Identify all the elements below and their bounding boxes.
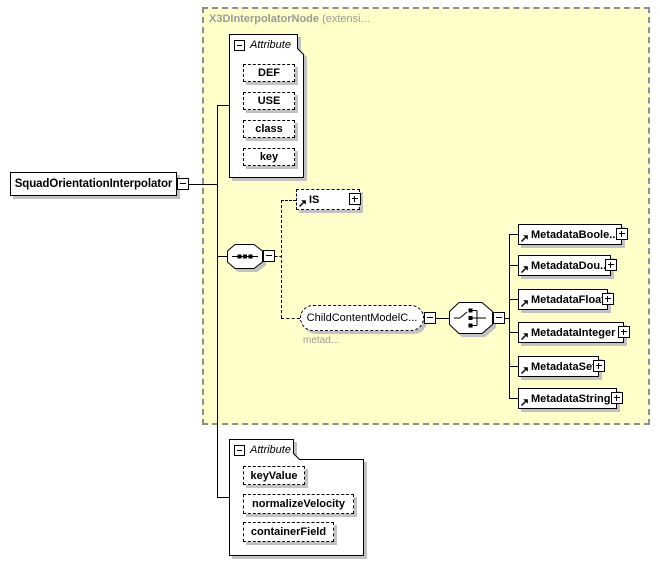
attribute-label: key (259, 151, 279, 163)
expand-icon[interactable] (611, 392, 623, 404)
base-type-suffix: (extensi... (322, 13, 370, 25)
element-label: MetadataInteger (531, 326, 616, 339)
element-label: SquadOrientationInterpolator (14, 178, 173, 190)
collapse-icon[interactable] (234, 445, 245, 456)
optional-connector-line (275, 256, 282, 257)
collapse-icon[interactable] (177, 178, 189, 190)
optional-connector-line (281, 200, 282, 318)
connector-line (509, 299, 518, 300)
attribute-label: DEF (258, 67, 280, 79)
element-metadatadouble[interactable]: MetadataDou... (518, 255, 611, 276)
group-childcontentmodel[interactable]: ChildContentModelC... (300, 305, 424, 331)
attribute-normalizevelocity[interactable]: normalizeVelocity (243, 494, 354, 514)
element-metadataboolean[interactable]: MetadataBoole... (518, 224, 622, 245)
attribute-label: containerField (250, 526, 327, 538)
group-label: ChildContentModelC... (306, 312, 418, 324)
reference-arrow-icon (298, 199, 307, 208)
connector-line (505, 318, 510, 319)
attribute-use[interactable]: USE (243, 92, 295, 110)
connector-trunk-line (217, 105, 218, 497)
reference-arrow-icon (520, 265, 529, 274)
element-label: MetadataString (531, 392, 611, 405)
reference-arrow-icon (520, 234, 529, 243)
attribute-label: keyValue (250, 469, 298, 482)
collapse-icon[interactable] (493, 312, 505, 324)
element-metadataset[interactable]: MetadataSet (518, 356, 599, 377)
connector-line (217, 256, 228, 257)
reference-arrow-icon (520, 398, 529, 407)
attribute-group-label: Attribute (250, 39, 291, 51)
element-metadatastring[interactable]: MetadataString (518, 388, 617, 409)
element-label: MetadataDou... (531, 259, 610, 272)
expand-icon[interactable] (616, 228, 628, 240)
element-label: MetadataSet (531, 360, 596, 373)
attribute-key[interactable]: key (243, 148, 295, 166)
reference-arrow-icon (520, 366, 529, 375)
connector-line (509, 332, 518, 333)
attribute-def[interactable]: DEF (243, 64, 295, 82)
reference-arrow-icon (520, 299, 529, 308)
connector-line (189, 184, 217, 185)
attribute-keyvalue[interactable]: keyValue (243, 466, 305, 485)
connector-line (217, 105, 229, 106)
group-annotation: metad... (303, 335, 340, 346)
sequence-icon[interactable] (227, 244, 263, 269)
attribute-label: USE (257, 95, 281, 107)
element-metadatafloat[interactable]: MetadataFloat (518, 289, 608, 310)
expand-icon[interactable] (349, 193, 361, 205)
element-metadatainteger[interactable]: MetadataInteger (518, 322, 624, 343)
attribute-class[interactable]: class (243, 120, 295, 138)
connector-line (509, 366, 518, 367)
connector-line (217, 497, 229, 498)
element-label: IS (309, 193, 320, 206)
collapse-icon[interactable] (234, 40, 245, 51)
attribute-label: class (255, 123, 283, 135)
expand-icon[interactable] (605, 259, 617, 271)
base-type-name: X3DInterpolatorNode (209, 13, 320, 25)
attribute-containerfield[interactable]: containerField (243, 522, 334, 542)
expand-icon[interactable] (602, 293, 614, 305)
base-type-title: X3DInterpolatorNode (extensi... (209, 13, 370, 25)
attribute-label: normalizeVelocity (252, 498, 345, 510)
reference-arrow-icon (520, 332, 529, 341)
element-label: MetadataFloat (531, 293, 605, 306)
expand-icon[interactable] (618, 326, 630, 338)
element-squadorientationinterpolator[interactable]: SquadOrientationInterpolator (10, 172, 177, 196)
connector-line (509, 265, 518, 266)
connector-line (509, 234, 518, 235)
element-label: MetadataBoole... (531, 228, 619, 241)
connector-line (509, 398, 518, 399)
connector-line (436, 318, 449, 319)
attribute-group-label: Attribute (250, 444, 291, 456)
expand-icon[interactable] (593, 360, 605, 372)
collapse-icon[interactable] (263, 250, 275, 262)
connector-branch-line (509, 234, 510, 399)
optional-connector-line (281, 200, 296, 201)
optional-connector-line (281, 318, 300, 319)
collapse-icon[interactable] (424, 312, 436, 324)
choice-icon[interactable] (449, 302, 493, 334)
